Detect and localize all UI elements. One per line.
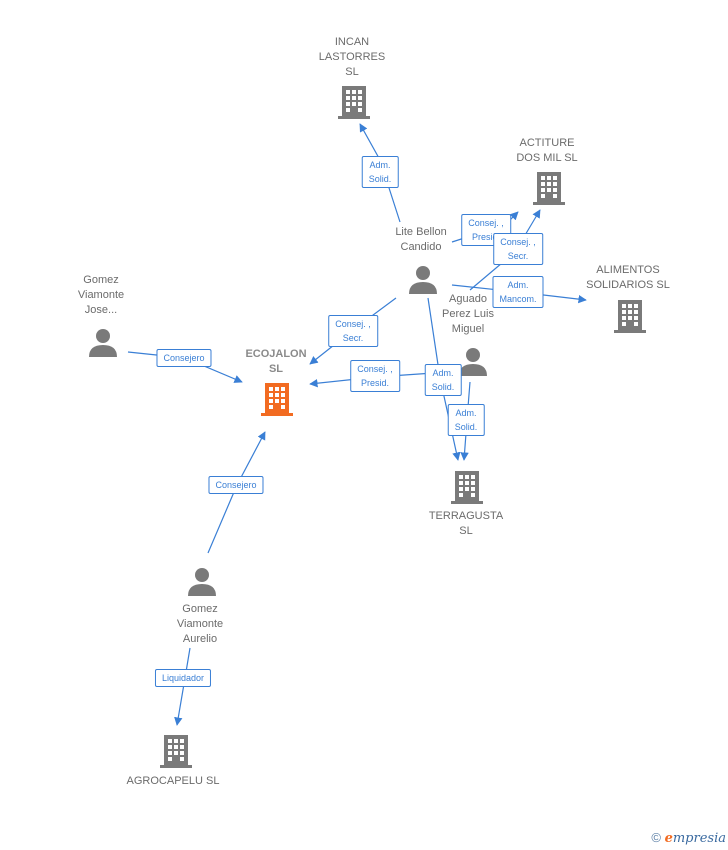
node-label-gomez-viamonte-jose[interactable]: Gomez Viamonte Jose...	[77, 274, 125, 316]
brand-name: empresia	[664, 831, 726, 846]
person-icon[interactable]	[458, 346, 488, 376]
person-icon[interactable]	[187, 566, 217, 596]
node-label-alimentos-solidarios[interactable]: ALIMENTOS SOLIDARIOS SL	[586, 264, 670, 291]
copyright-symbol: ©	[651, 830, 661, 845]
node-label-terragusta[interactable]: TERRAGUSTA SL	[428, 510, 504, 537]
edge-label-consej-presid[interactable]: Consej. , Presid.	[461, 214, 511, 246]
node-label-lite-bellon-candido[interactable]: Lite Bellon Candido	[395, 226, 447, 253]
person-icon[interactable]	[408, 264, 438, 294]
building-icon[interactable]	[533, 170, 565, 206]
building-icon[interactable]	[261, 381, 293, 417]
edge-label-consej-secr[interactable]: Consej. , Secr.	[328, 315, 378, 347]
edge-label-liquidador[interactable]: Liquidador	[154, 669, 212, 687]
node-label-gomez-viamonte-aurelio[interactable]: Gomez Viamonte Aurelio	[176, 603, 224, 645]
node-label-aguado-perez-luis-miguel[interactable]: Aguado Perez Luis Miguel	[442, 293, 494, 335]
edge-label-adm-mancom[interactable]: Adm. Mancom.	[492, 276, 544, 308]
person-icon[interactable]	[88, 327, 118, 357]
edge-label-adm-solid[interactable]: Adm. Solid.	[447, 404, 485, 436]
building-icon[interactable]	[451, 469, 483, 505]
empresia-logo: © empresia	[651, 830, 726, 846]
building-icon[interactable]	[614, 298, 646, 334]
edge-label-adm-solid[interactable]: Adm. Solid.	[424, 364, 462, 396]
node-label-actiture-dos-mil[interactable]: ACTITURE DOS MIL SL	[516, 137, 578, 164]
edge-label-consejero[interactable]: Consejero	[208, 476, 264, 494]
node-label-incan-lastorres[interactable]: INCAN LASTORRES SL	[318, 36, 386, 78]
edge-label-consej-presid[interactable]: Consej. , Presid.	[350, 360, 400, 392]
node-label-agrocapelu[interactable]: AGROCAPELU SL	[126, 775, 220, 787]
edge-label-consej-secr[interactable]: Consej. , Secr.	[493, 233, 543, 265]
building-icon[interactable]	[160, 733, 192, 769]
edge-label-adm-solid[interactable]: Adm. Solid.	[361, 156, 399, 188]
building-icon[interactable]	[338, 84, 370, 120]
node-label-ecojalon[interactable]: ECOJALON SL	[245, 348, 307, 375]
edge-label-consejero[interactable]: Consejero	[156, 349, 212, 367]
